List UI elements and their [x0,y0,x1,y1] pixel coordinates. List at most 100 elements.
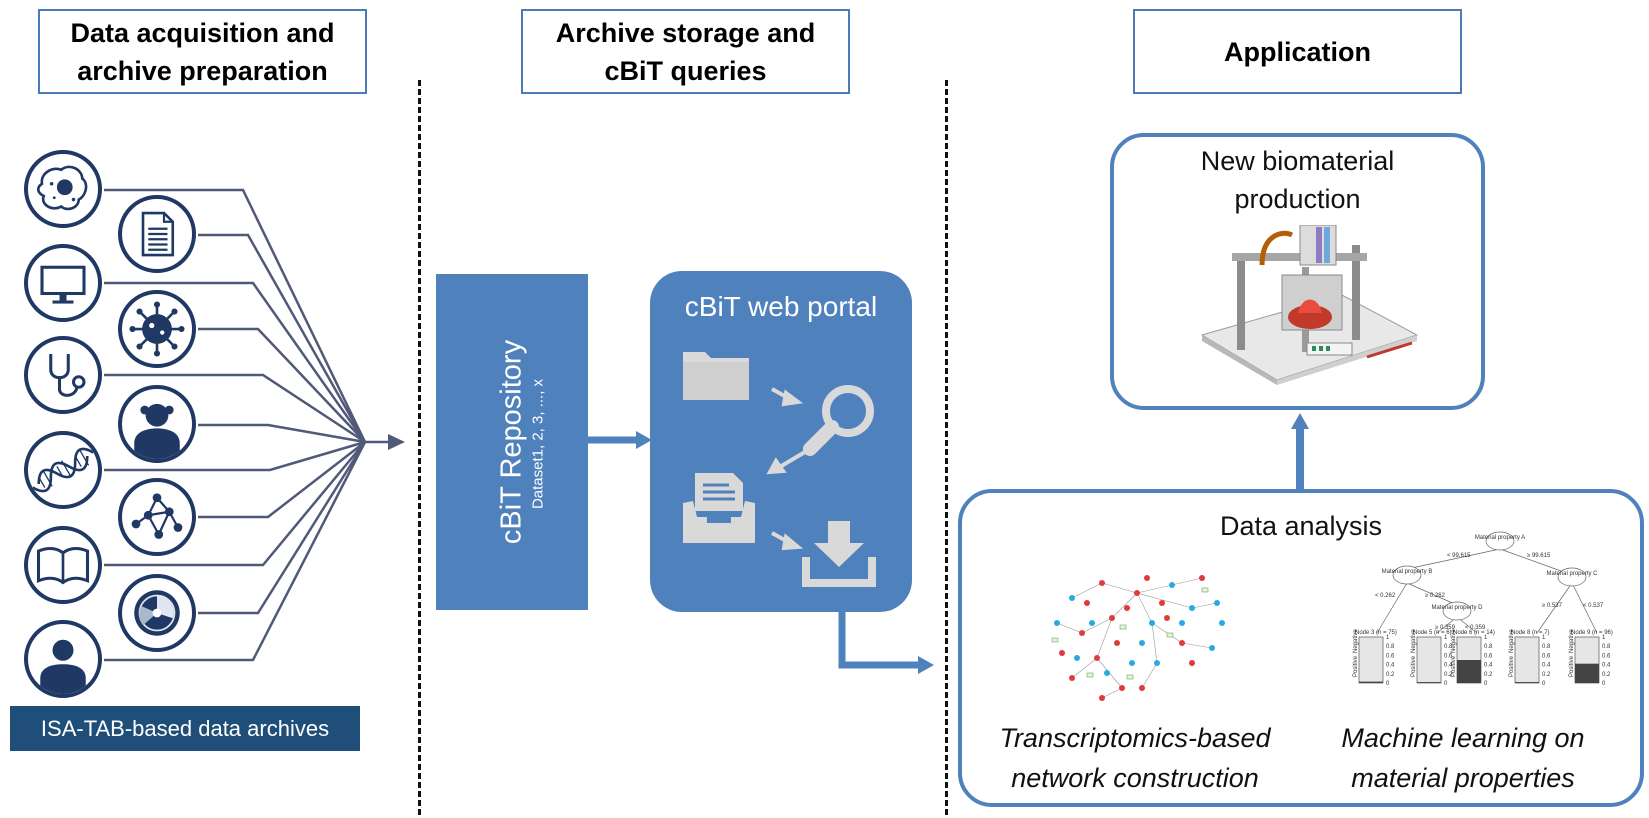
tree-leaf-tick: 0 [1484,681,1488,687]
tree-leaf-tick: 1 [1542,635,1546,641]
tree-leaf-side-label: Negative [1509,629,1515,653]
tree-leaf-tick: 0 [1386,681,1390,687]
tree-node-4: Material property D [1431,605,1483,611]
sources-arrow-head [388,434,405,450]
column-divider-2 [945,80,948,815]
tree-leaf-side-label: Negative [1353,629,1359,653]
inbox-document-icon [683,473,755,543]
book-icon [24,526,102,604]
network-graph [1051,575,1225,701]
cbit-web-portal-box: cBiT web portal [650,271,912,612]
tree-leaf-tick: 0 [1444,681,1448,687]
tree-leaf-side-label: Negative [1411,629,1417,653]
tree-leaves: Node 3 (n = 75)10.80.60.40.20PositiveNeg… [1353,629,1613,687]
tree-split-7-right: < 0.537 [1583,603,1604,609]
repository-title: cBiT Repository [495,339,528,545]
tree-leaf-side-label: Positive [1509,655,1515,677]
repository-datasets: Dataset1, 2, 3, ..., x [529,378,547,510]
cell-icon [24,150,102,228]
source-connector-lines [104,188,390,662]
document-icon [118,195,196,273]
tree-split-root-left: < 99.615 [1447,553,1471,559]
column-divider-1 [418,80,421,815]
production-box: New biomaterial production [1110,133,1485,410]
decision-tree: Material property A Material property B … [1353,531,1613,687]
download-icon [802,521,876,587]
tree-leaf-tick: 0.6 [1542,653,1551,659]
analysis-to-production-arrow [1291,413,1309,492]
header-data-acquisition: Data acquisition and archive preparation [38,9,367,94]
portal-flow-arrows [766,387,812,551]
tree-leaf-tick: 0.2 [1444,672,1453,678]
tree-leaf-tick: 0.6 [1484,653,1493,659]
tree-split-7-left: ≥ 0.537 [1542,603,1563,609]
tree-leaf-label: Node 6 (n = 14) [1453,630,1495,636]
tree-leaf-tick: 0.6 [1444,653,1453,659]
tree-leaf-fill [1575,663,1599,683]
portal-to-analysis-arrow [838,612,934,674]
tree-split-root-right: ≥ 99.615 [1527,553,1551,559]
production-title: New biomaterial production [1200,146,1395,214]
scan-icon [118,574,196,652]
data-analysis-box: Data analysis [958,489,1644,807]
tree-split-2-left: < 0.262 [1375,593,1396,599]
tree-leaf-box [1514,636,1540,684]
person-icon [24,620,102,698]
bioprinter-image [1200,225,1419,385]
tree-leaf-tick: 0.4 [1602,663,1611,669]
tree-leaf-tick: 1 [1386,635,1390,641]
header-application: Application [1133,9,1462,94]
cbit-repository-box: cBiT Repository Dataset1, 2, 3, ..., x [436,274,588,610]
tree-leaf-tick: 0.2 [1484,672,1493,678]
repo-to-portal-arrow [588,431,652,449]
tree-leaf-fill [1457,660,1481,683]
tree-leaf-tick: 0.6 [1602,653,1611,659]
tree-leaf-side-label: Negative [1569,629,1575,653]
tree-leaf-tick: 0.2 [1386,672,1395,678]
tree-split-2-right: ≥ 0.262 [1425,593,1446,599]
network-icon [118,478,196,556]
tree-leaf-fill [1515,682,1539,683]
tree-split-4-right: < 0.359 [1465,625,1486,631]
tree-leaf-box [1358,636,1384,684]
tree-leaf-tick: 0.4 [1444,663,1453,669]
tree-leaf-tick: 0.2 [1602,672,1611,678]
magnifier-icon [803,385,874,456]
isa-tab-archives-label: ISA-TAB-based data archives [10,706,360,751]
tree-leaf-tick: 0.8 [1542,644,1551,650]
monitor-icon [24,244,102,322]
tree-leaf-tick: 0.8 [1602,644,1611,650]
tree-leaf-tick: 0.8 [1444,644,1453,650]
tree-leaf-label: Node 3 (n = 75) [1355,630,1397,636]
tree-leaf-tick: 0.8 [1484,644,1493,650]
tree-leaf-fill [1359,681,1383,683]
tree-node-2: Material property B [1382,569,1433,575]
tree-node-7: Material property C [1546,571,1598,577]
tree-leaf-side-label: Positive [1451,655,1457,677]
tree-leaf-tick: 1 [1484,635,1488,641]
tree-leaf-tick: 0.2 [1542,672,1551,678]
tree-leaf-box [1416,636,1442,684]
tree-leaf-tick: 0.6 [1386,653,1395,659]
tree-leaf-tick: 0.8 [1386,644,1395,650]
caption-transcriptomics: Transcriptomics-based network constructi… [999,723,1271,793]
tree-leaf-tick: 1 [1602,635,1606,641]
analysis-title: Data analysis [1219,511,1383,541]
tree-leaf-side-label: Positive [1411,655,1417,677]
tree-leaf-tick: 0 [1542,681,1546,687]
dna-icon [24,431,102,509]
tree-leaf-tick: 0.4 [1386,663,1395,669]
tree-split-4-left: ≥ 0.359 [1435,625,1456,631]
folder-icon [683,352,749,400]
tree-leaf-side-label: Negative [1451,629,1457,653]
tree-leaf-tick: 0 [1602,681,1606,687]
tree-leaf-tick: 1 [1444,635,1448,641]
stethoscope-icon [24,336,102,414]
header-archive-storage: Archive storage and cBiT queries [521,9,850,94]
tree-leaf-label: Node 9 (n = 96) [1571,630,1613,636]
tree-leaf-side-label: Positive [1353,655,1359,677]
tree-leaf-tick: 0.4 [1484,663,1493,669]
virus-icon [118,290,196,368]
tree-leaf-side-label: Positive [1569,655,1575,677]
